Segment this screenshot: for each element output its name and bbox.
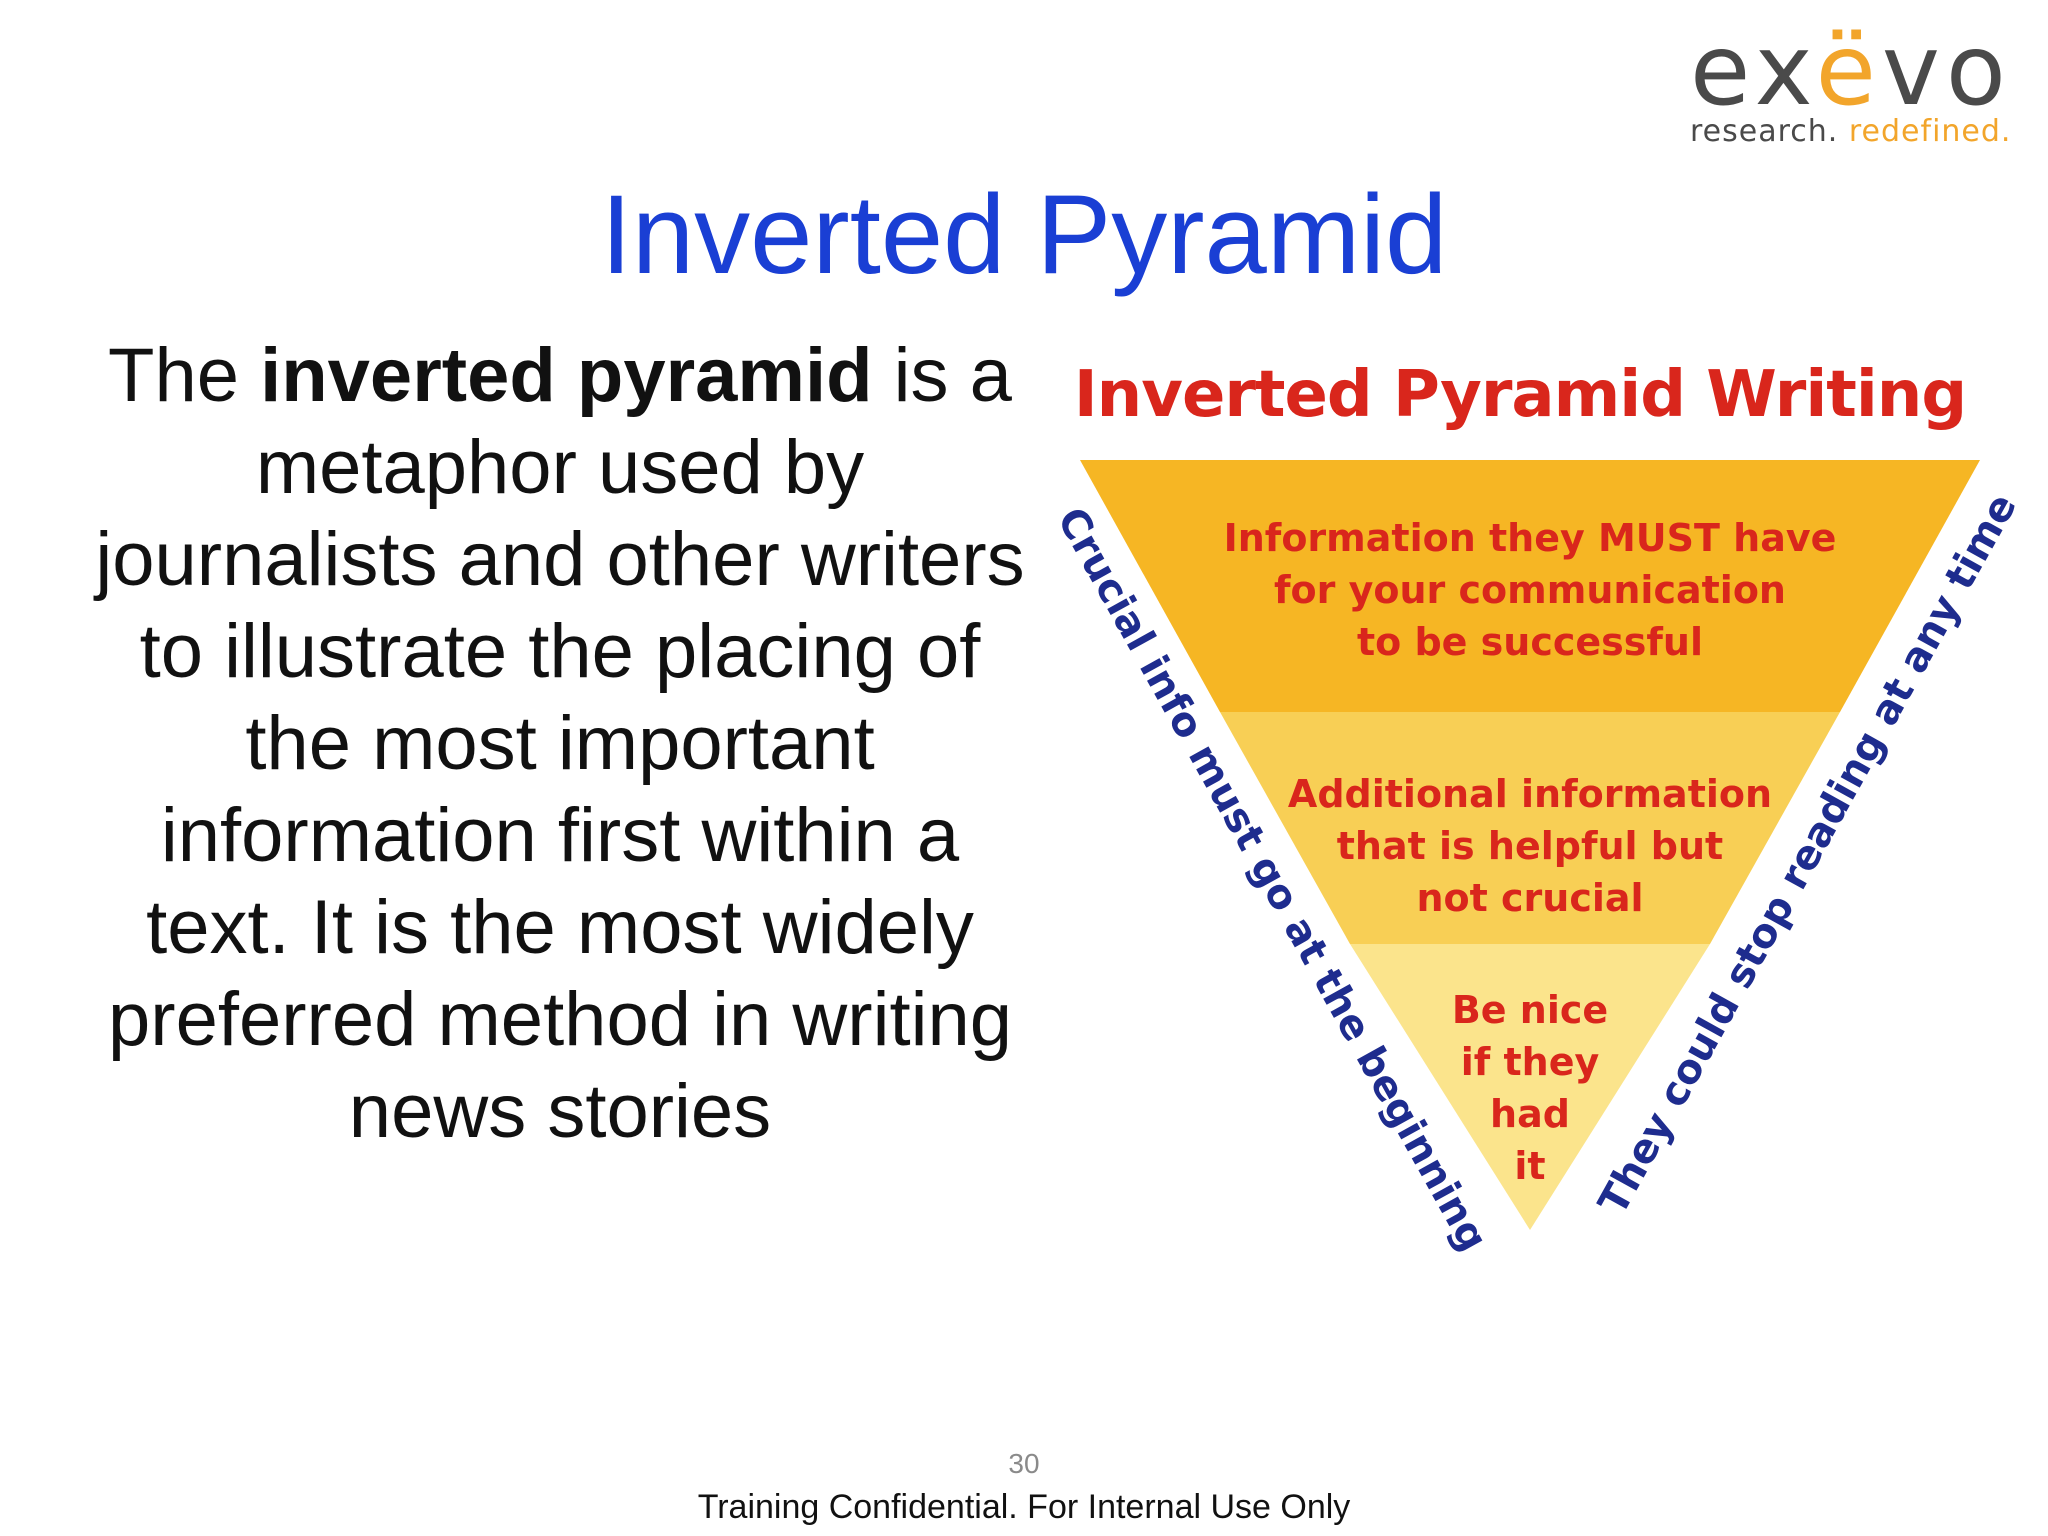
confidentiality-footer: Training Confidential. For Internal Use …	[697, 1488, 1351, 1526]
body-rest: is a metaphor used by journalists and ot…	[95, 333, 1025, 1154]
tier-middle-line: not crucial	[1416, 876, 1644, 920]
diagram-title: Inverted Pyramid Writing	[1073, 358, 1967, 432]
pyramid-tier-middle	[1220, 712, 1840, 944]
tier-bottom-line: had	[1490, 1092, 1570, 1136]
tier-label-top: Information they MUST have for your comm…	[1220, 512, 1840, 668]
tier-bottom-line: it	[1514, 1144, 1546, 1188]
logo-word-suffix: vo	[1881, 14, 2012, 128]
logo-tagline-main: research.	[1690, 114, 1839, 149]
pyramid-tier-top	[1080, 460, 1980, 712]
tier-middle-line: Additional information	[1287, 772, 1773, 816]
body-paragraph: The inverted pyramid is a metaphor used …	[90, 330, 1030, 1158]
company-logo: exëvo research. redefined.	[1680, 22, 2040, 158]
tier-label-bottom: Be nice if they had it	[1420, 984, 1640, 1192]
tier-top-line: for your communication	[1274, 568, 1786, 612]
logo-tagline-accent: redefined.	[1848, 114, 2012, 149]
body-lead: The	[108, 333, 261, 418]
tier-middle-line: that is helpful but	[1336, 824, 1724, 868]
pyramid-tier-bottom	[1350, 944, 1710, 1230]
body-bold-term: inverted pyramid	[260, 333, 873, 418]
tier-bottom-line: if they	[1460, 1040, 1600, 1084]
body-paragraph-text: The inverted pyramid is a metaphor used …	[90, 330, 1030, 1158]
tier-label-middle: Additional information that is helpful b…	[1260, 768, 1800, 924]
tier-bottom-line: Be nice	[1451, 988, 1609, 1032]
logo-wordmark: exëvo	[1690, 22, 2012, 120]
slide-title: Inverted Pyramid	[600, 172, 1448, 297]
logo-word-accent: ë	[1815, 14, 1882, 128]
logo-tagline: research. redefined.	[1690, 114, 2011, 149]
inverted-pyramid-diagram: Inverted Pyramid Writing Information the…	[1020, 340, 2040, 1260]
page-number: 30	[1008, 1448, 1040, 1479]
logo-word-prefix: ex	[1690, 14, 1816, 128]
tier-top-line: to be successful	[1356, 620, 1704, 664]
tier-top-line: Information they MUST have	[1223, 516, 1837, 560]
pyramid-graphic	[1080, 460, 1980, 1230]
